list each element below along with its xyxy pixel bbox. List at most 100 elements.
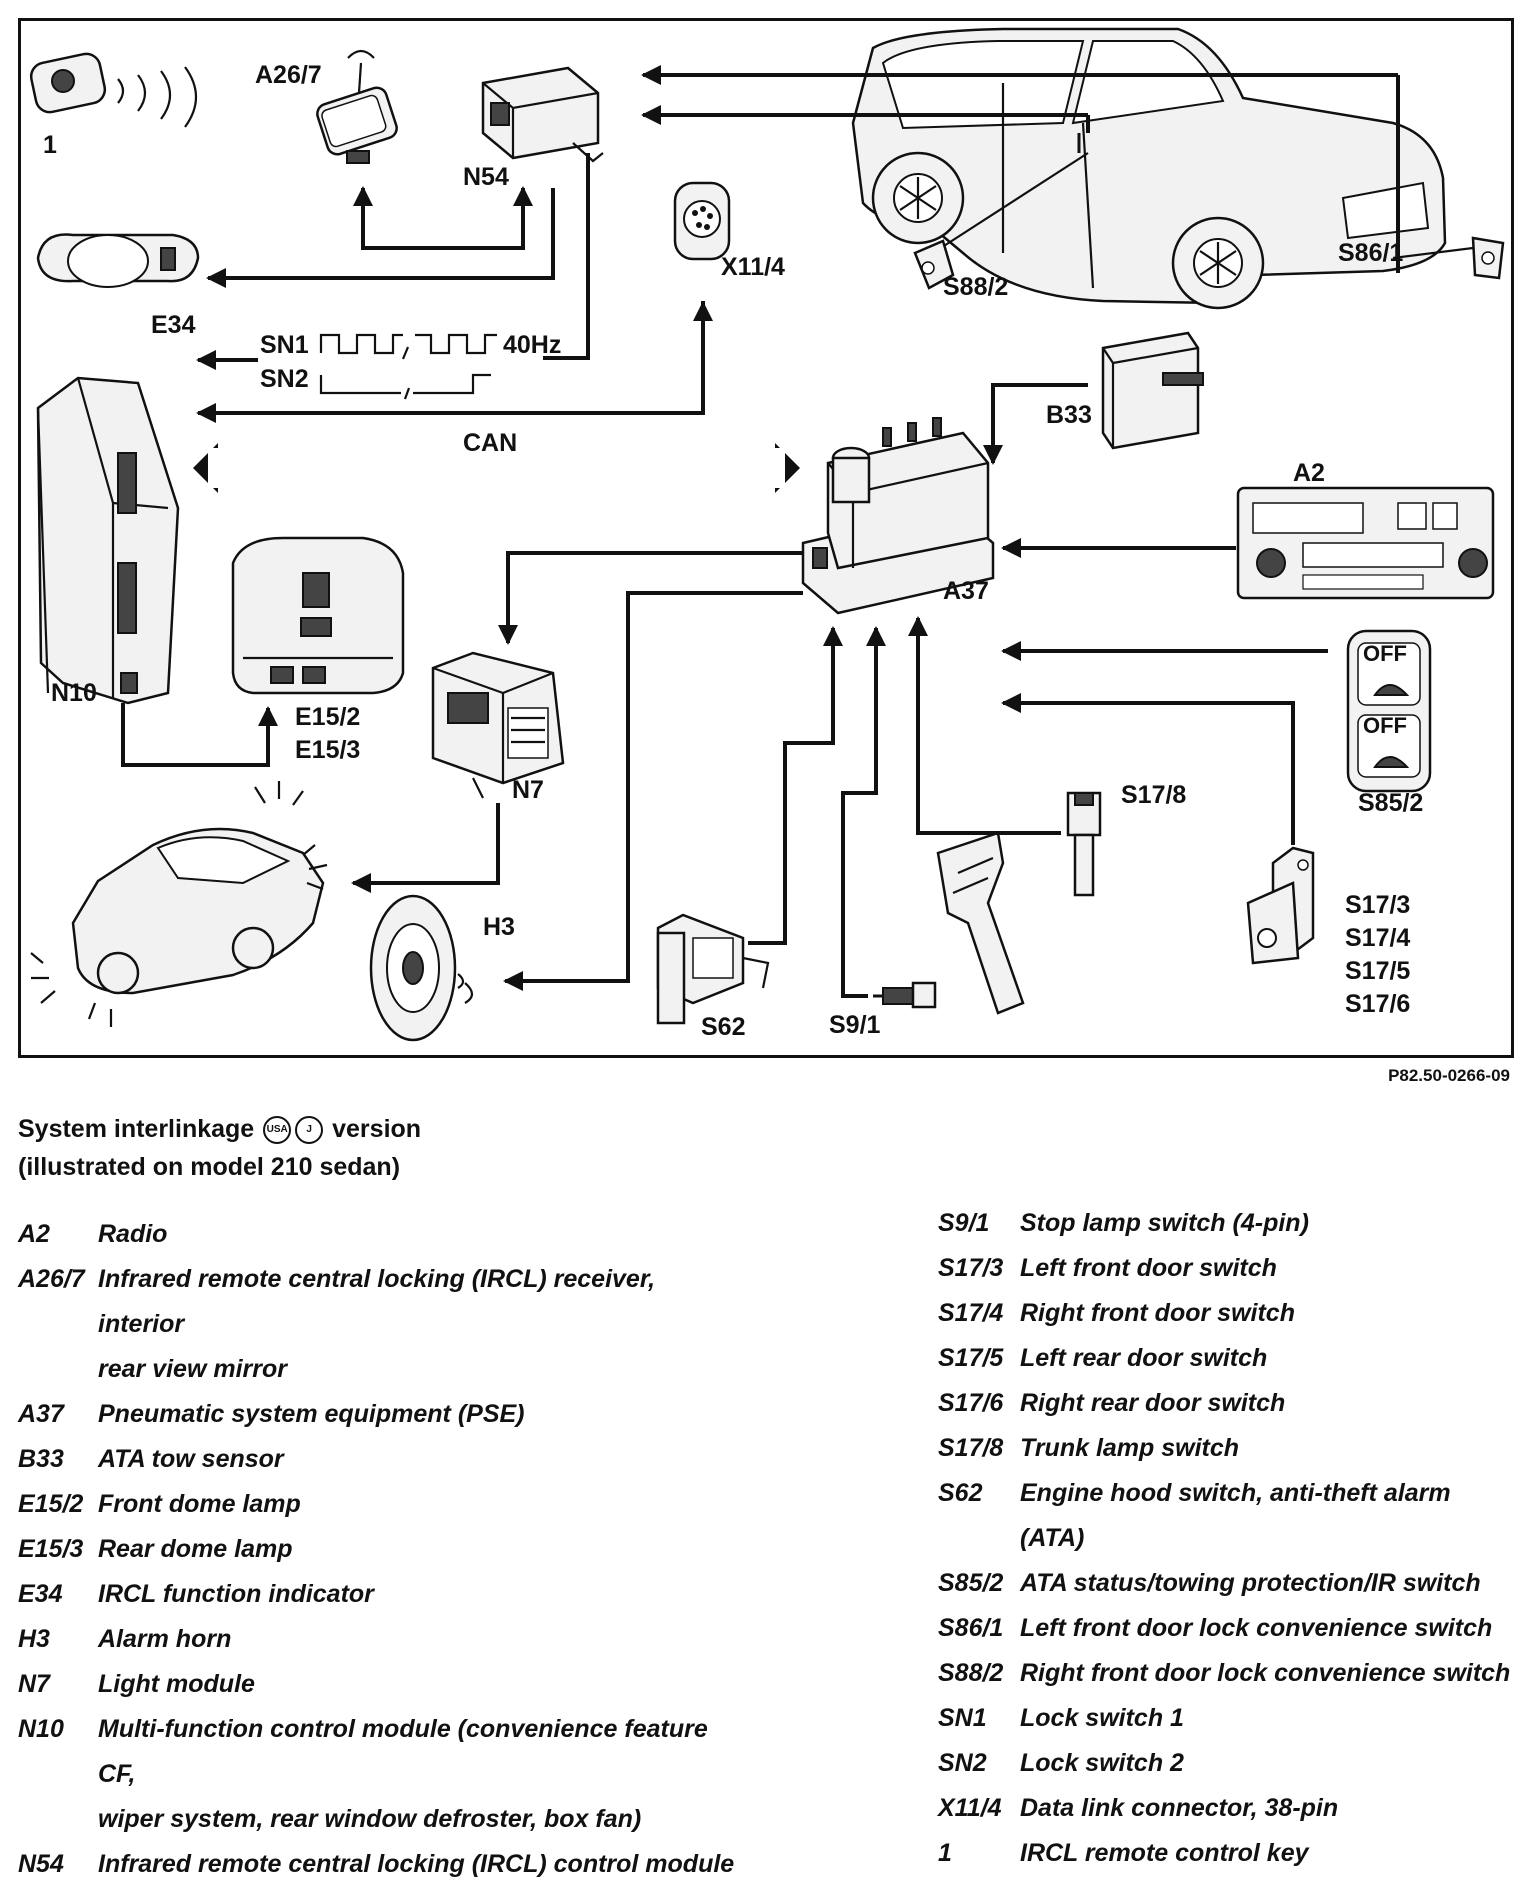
reference-number: P82.50-0266-09 [1388, 1066, 1510, 1085]
legend-description-text: Data link connector, 38-pin [1020, 1794, 1339, 1822]
legend-description: Left rear door switch [1020, 1336, 1518, 1381]
sedan-rear-view-icon [851, 27, 1447, 310]
legend-description-text: Right front door lock convenience switch [1020, 1659, 1511, 1687]
label-sn2: SN2 [260, 365, 309, 393]
label-x11-4: X11/4 [721, 253, 785, 281]
legend-row: S17/5 Left rear door switch [938, 1336, 1518, 1381]
legend-code: A26/7 [18, 1265, 85, 1293]
legend-code: A2 [18, 1220, 50, 1248]
legend-code: N54 [18, 1850, 64, 1878]
legend-description: Pneumatic system equipment (PSE) [98, 1392, 738, 1437]
legend-description-text: Left front door switch [1020, 1254, 1277, 1282]
legend-row: S86/1 Left front door lock convenience sw… [938, 1606, 1518, 1651]
usa-badge-icon: USA [263, 1116, 292, 1145]
legend-code: S17/5 [938, 1344, 1004, 1372]
japan-badge-icon: J [295, 1116, 324, 1145]
legend-row: A2 Radio [18, 1212, 738, 1257]
switch-off-label-2: OFF [1363, 713, 1407, 738]
legend-row: S62 Engine hood switch, anti-theft alarm … [938, 1471, 1518, 1561]
legend-row: N54 Infrared remote central locking (IRCL… [18, 1842, 738, 1887]
legend-code: S86/1 [938, 1614, 1004, 1642]
legend-description: Alarm horn [98, 1617, 738, 1662]
label-a37: A37 [943, 577, 989, 605]
legend-description-text: IRCL function indicator [98, 1580, 374, 1608]
legend-code: S17/6 [938, 1389, 1004, 1417]
label-s17-5: S17/5 [1345, 957, 1410, 985]
legend-description: Stop lamp switch (4-pin) [1020, 1201, 1518, 1246]
label-b33: B33 [1046, 401, 1092, 429]
label-s9-1: S9/1 [829, 1011, 881, 1039]
dome-lamp-icon [231, 536, 405, 695]
right-door-key-icon [913, 152, 1089, 290]
legend-code: SN1 [938, 1704, 987, 1732]
legend-description: Multi-function control module (convenien… [98, 1707, 738, 1842]
legend-description-text: Multi-function control module (convenien… [98, 1715, 708, 1788]
label-e15-3: E15/3 [295, 736, 360, 764]
sn2-waveform [319, 373, 491, 395]
legend-description: Left front door lock convenience switch [1020, 1606, 1518, 1651]
legend-description: Infrared remote central locking (IRCL) c… [98, 1842, 738, 1887]
label-s17-3: S17/3 [1345, 891, 1410, 919]
ata-status-switch-icon: OFF OFF [1346, 629, 1432, 793]
legend-code: S62 [938, 1479, 983, 1507]
legend-description-continuation: rear view mirror [98, 1355, 287, 1383]
legend-code: N7 [18, 1670, 50, 1698]
remote-key-icon [29, 52, 197, 128]
legend-description-text: Trunk lamp switch [1020, 1434, 1240, 1462]
label-s88-2: S88/2 [943, 273, 1008, 301]
label-s85-2: S85/2 [1358, 789, 1423, 817]
trunk-lamp-switch-icon [1066, 791, 1102, 897]
multifunction-control-module-icon [36, 376, 180, 705]
legend-description: Data link connector, 38-pin [1020, 1786, 1518, 1831]
legend-row: SN1 Lock switch 1 [938, 1696, 1518, 1741]
legend-description-text: Lock switch 2 [1020, 1749, 1184, 1777]
legend-description: Left front door switch [1020, 1246, 1518, 1291]
tow-sensor-icon [1101, 331, 1204, 450]
legend-code: E15/2 [18, 1490, 84, 1518]
legend-description-text: ATA status/towing protection/IR switch [1020, 1569, 1481, 1597]
sedan-flashing-lamps-icon [30, 781, 328, 1027]
legend-description: Radio [98, 1212, 738, 1257]
label-s86-1: S86/1 [1338, 239, 1403, 267]
label-40hz: 40Hz [503, 331, 561, 359]
legend-description: IRCL remote control key [1020, 1831, 1518, 1876]
legend-code: S9/1 [938, 1209, 990, 1237]
caption-line-2: (illustrated on model 210 sedan) [18, 1153, 401, 1181]
pneumatic-system-equipment-icon [801, 417, 995, 615]
legend-code: B33 [18, 1445, 64, 1473]
label-n7: N7 [512, 776, 544, 804]
door-switch-icon [1246, 846, 1315, 965]
left-door-key-icon [1392, 236, 1505, 280]
legend-description-text: Lock switch 1 [1020, 1704, 1184, 1732]
legend-description: Light module [98, 1662, 738, 1707]
legend-code: S17/4 [938, 1299, 1004, 1327]
legend-description-text: Engine hood switch, anti-theft alarm (AT… [1020, 1479, 1451, 1552]
legend-description: Lock switch 1 [1020, 1696, 1518, 1741]
light-module-icon [431, 651, 565, 799]
legend-code: S88/2 [938, 1659, 1004, 1687]
legend-row: S88/2 Right front door lock convenience s… [938, 1651, 1518, 1696]
legend-description-text: Right rear door switch [1020, 1389, 1286, 1417]
legend-code: N10 [18, 1715, 64, 1743]
brake-pedal-assembly-icon [936, 831, 1025, 1015]
alarm-horn-icon [369, 894, 474, 1042]
legend-code: S85/2 [938, 1569, 1004, 1597]
legend-description: Rear dome lamp [98, 1527, 738, 1572]
label-a26-7: A26/7 [255, 61, 322, 89]
legend-description-text: Light module [98, 1670, 255, 1698]
label-s17-6: S17/6 [1345, 990, 1410, 1018]
legend-description: Right rear door switch [1020, 1381, 1518, 1426]
legend-description-text: Infrared remote central locking (IRCL) r… [98, 1265, 656, 1338]
stop-lamp-switch-icon [873, 981, 937, 1009]
legend-description-text: Pneumatic system equipment (PSE) [98, 1400, 525, 1428]
label-n10: N10 [51, 679, 97, 707]
